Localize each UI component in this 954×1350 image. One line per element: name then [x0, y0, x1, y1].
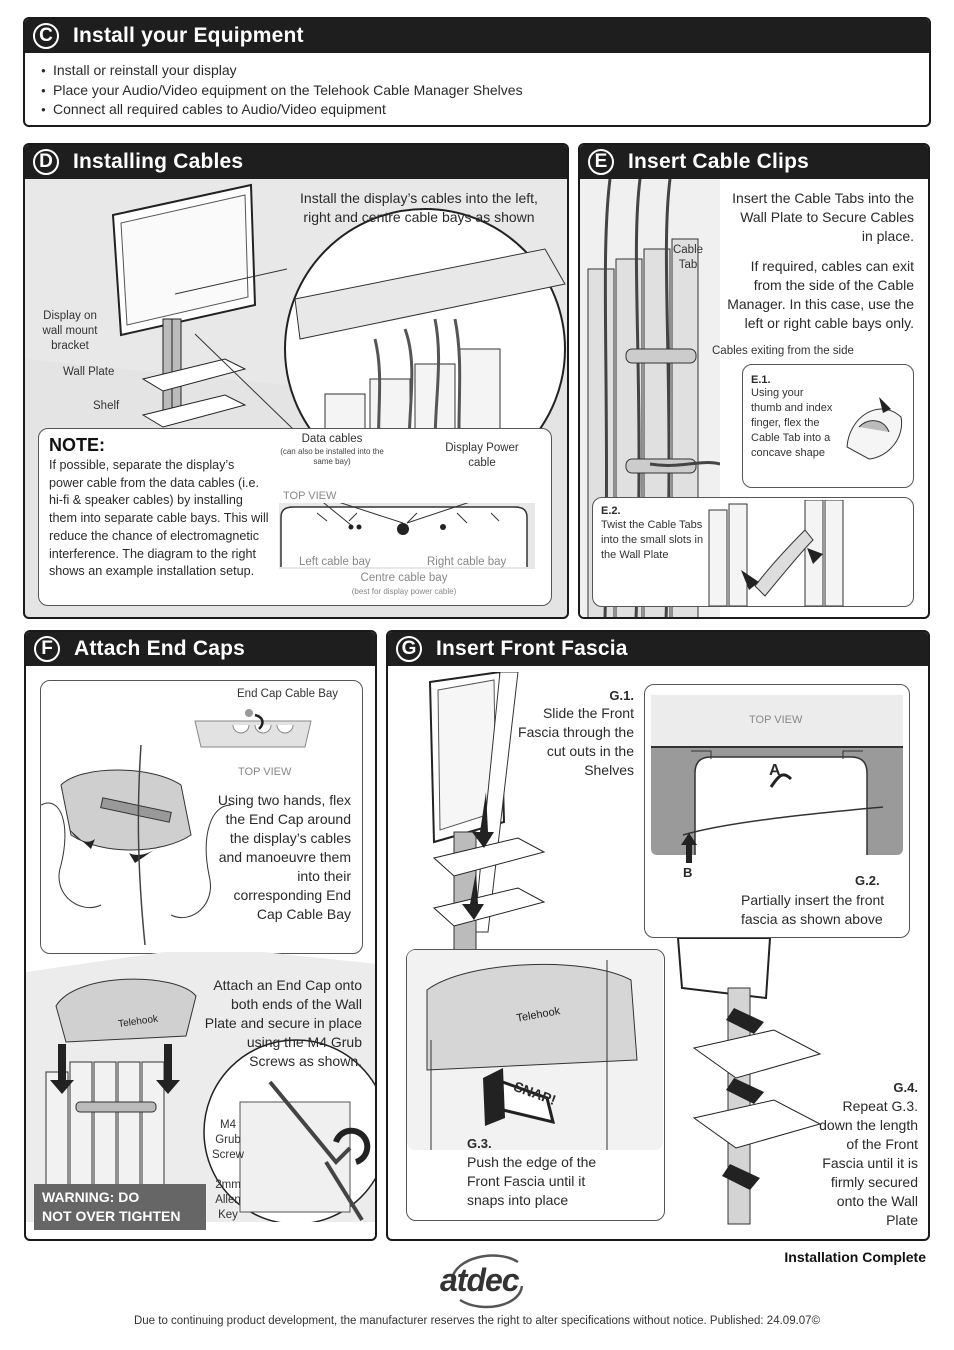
step-g1-label: G.1.	[609, 688, 634, 703]
section-d-title: Installing Cables	[73, 150, 244, 173]
section-c-bullet: Install or reinstall your display	[39, 61, 523, 81]
disclaimer-text: Due to continuing product development, t…	[133, 1315, 821, 1327]
step-g4-label: G.4.	[893, 1080, 918, 1095]
section-e-title: Insert Cable Clips	[628, 150, 809, 173]
allen-key-label: 2mm Allen Key	[215, 1179, 241, 1221]
end-cap-cable-bay-label: End Cap Cable Bay	[237, 688, 339, 700]
marker-a: A	[769, 762, 781, 779]
section-d-letter: D	[33, 149, 59, 175]
left-bay-label: Left cable bay	[299, 556, 371, 568]
logo-swoosh-icon	[450, 1254, 524, 1309]
note-heading: NOTE:	[49, 435, 105, 455]
step-g3-label: G.3.	[467, 1136, 492, 1151]
section-c-bullet: Place your Audio/Video equipment on the …	[39, 81, 523, 101]
cable-tab-label: Cable Tab	[672, 244, 704, 271]
step-g1-text: Slide the Front Fascia through the cut o…	[518, 705, 634, 778]
end-cap-top-view-diagram	[194, 709, 312, 748]
step-g2-text: Partially insert the front fascia as sho…	[741, 892, 885, 927]
install-cables-intro-line: right and centre cable bays as shown	[303, 209, 535, 225]
attach-end-cap-text: Attach an End Cap onto both ends of the …	[204, 977, 362, 1069]
wall-plate-label: Wall Plate	[63, 366, 115, 378]
end-cap-top-view-label: TOP VIEW	[238, 766, 292, 778]
section-f-header: F Attach End Caps	[26, 632, 375, 666]
section-c-header: C Install your Equipment	[25, 19, 929, 53]
warning-line: WARNING: DO	[42, 1189, 140, 1205]
g2-top-view-label: TOP VIEW	[749, 714, 803, 726]
cable-clips-text-1: Insert the Cable Tabs into the Wall Plat…	[732, 190, 914, 244]
display-mount-label: Display on wall mount bracket	[42, 310, 98, 352]
section-d-header: D Installing Cables	[25, 145, 567, 179]
section-c-panel: C Install your Equipment Install or rein…	[23, 17, 931, 127]
section-d-panel: D Installing Cables	[23, 143, 569, 619]
step-g4-text: Repeat G.3. down the length of the Front…	[819, 1098, 918, 1228]
step-e2-label: E.2.	[601, 505, 621, 517]
data-cables-note: (can also be installed into the same bay…	[280, 447, 384, 466]
step-g2-label: G.2.	[855, 873, 880, 888]
step-e1-text: Using your thumb and index finger, flex …	[751, 387, 833, 459]
step-e2-text: Twist the Cable Tabs into the small slot…	[601, 519, 704, 561]
step-g3-box: Telehook SNAP! G.3. Push the edge of the…	[406, 949, 665, 1221]
install-cables-intro: Install the display’s cables into the le…	[279, 189, 559, 227]
step-e1-box: E.1. Using your thumb and index finger, …	[742, 364, 914, 488]
hand-flex-icon	[846, 397, 903, 460]
top-view-label: TOP VIEW	[283, 490, 337, 502]
flex-end-cap-box: End Cap Cable Bay TOP VIEW Using two han…	[40, 680, 363, 954]
secure-fascia-illustration	[676, 938, 822, 1225]
section-f-panel: F Attach End Caps End Cap Cable Bay TOP …	[24, 630, 377, 1241]
display-power-cable-label: Display Power cable	[445, 442, 519, 469]
atdec-logo: atdec	[436, 1250, 540, 1312]
section-g-letter: G	[396, 636, 422, 662]
install-cables-intro-line: Install the display’s cables into the le…	[300, 190, 538, 206]
twist-tab-icon	[708, 500, 844, 606]
hands-flexing-end-cap-illustration	[41, 745, 231, 945]
step-e1-label: E.1.	[751, 374, 771, 386]
section-g-header: G Insert Front Fascia	[388, 632, 928, 666]
push-fascia-illustration: Telehook	[407, 950, 663, 1150]
data-cables-label: Data cables	[301, 433, 363, 445]
installing-cables-illustration	[25, 179, 567, 479]
section-c-title: Install your Equipment	[73, 24, 304, 47]
m4-grub-screw-label: M4 Grub Screw	[212, 1119, 244, 1161]
flex-end-cap-text: Using two hands, flex the End Cap around…	[217, 792, 351, 922]
slide-front-fascia-illustration	[428, 672, 546, 952]
section-e-panel: E Insert Cable Clips Insert the Cable Ta…	[578, 143, 930, 619]
note-box: NOTE: If possible, separate the display’…	[38, 428, 552, 606]
step-g2-box: TOP VIEW A B G.2. Partially insert the f…	[644, 684, 910, 938]
installation-complete-label: Installation Complete	[784, 1249, 926, 1265]
section-c-bullet-list: Install or reinstall your display Place …	[39, 61, 523, 120]
section-f-title: Attach End Caps	[74, 637, 246, 660]
section-f-letter: F	[34, 636, 60, 662]
centre-bay-note: (best for display power cable)	[351, 587, 457, 596]
cable-clips-text-2: If required, cables can exit from the si…	[727, 258, 914, 331]
fascia-top-view-diagram	[651, 695, 903, 855]
attach-end-cap-illustration: Telehook	[26, 952, 375, 1222]
cable-bay-top-view-diagram	[279, 503, 535, 569]
warning-line: NOT OVER TIGHTEN	[42, 1208, 181, 1224]
marker-b: B	[683, 865, 693, 880]
centre-bay-label: Centre cable bay	[360, 572, 448, 584]
section-g-title: Insert Front Fascia	[436, 637, 628, 660]
step-g3-text: Push the edge of the Front Fascia until …	[467, 1154, 597, 1208]
cables-exiting-label: Cables exiting from the side	[712, 345, 854, 357]
section-e-letter: E	[588, 149, 614, 175]
section-c-letter: C	[33, 23, 59, 49]
right-bay-label: Right cable bay	[427, 556, 507, 568]
arrow-b-icon	[681, 833, 697, 863]
shelf-label: Shelf	[93, 400, 120, 412]
step-e2-box: E.2. Twist the Cable Tabs into the small…	[592, 497, 914, 607]
logo-text: atdec	[440, 1262, 520, 1298]
section-c-bullet: Connect all required cables to Audio/Vid…	[39, 100, 523, 120]
note-text: If possible, separate the display’s powe…	[49, 458, 269, 579]
over-tighten-warning: WARNING: DO NOT OVER TIGHTEN	[34, 1184, 206, 1230]
section-g-panel: G Insert Front Fascia G.1. Slide the Fro…	[386, 630, 930, 1241]
section-e-header: E Insert Cable Clips	[580, 145, 928, 179]
